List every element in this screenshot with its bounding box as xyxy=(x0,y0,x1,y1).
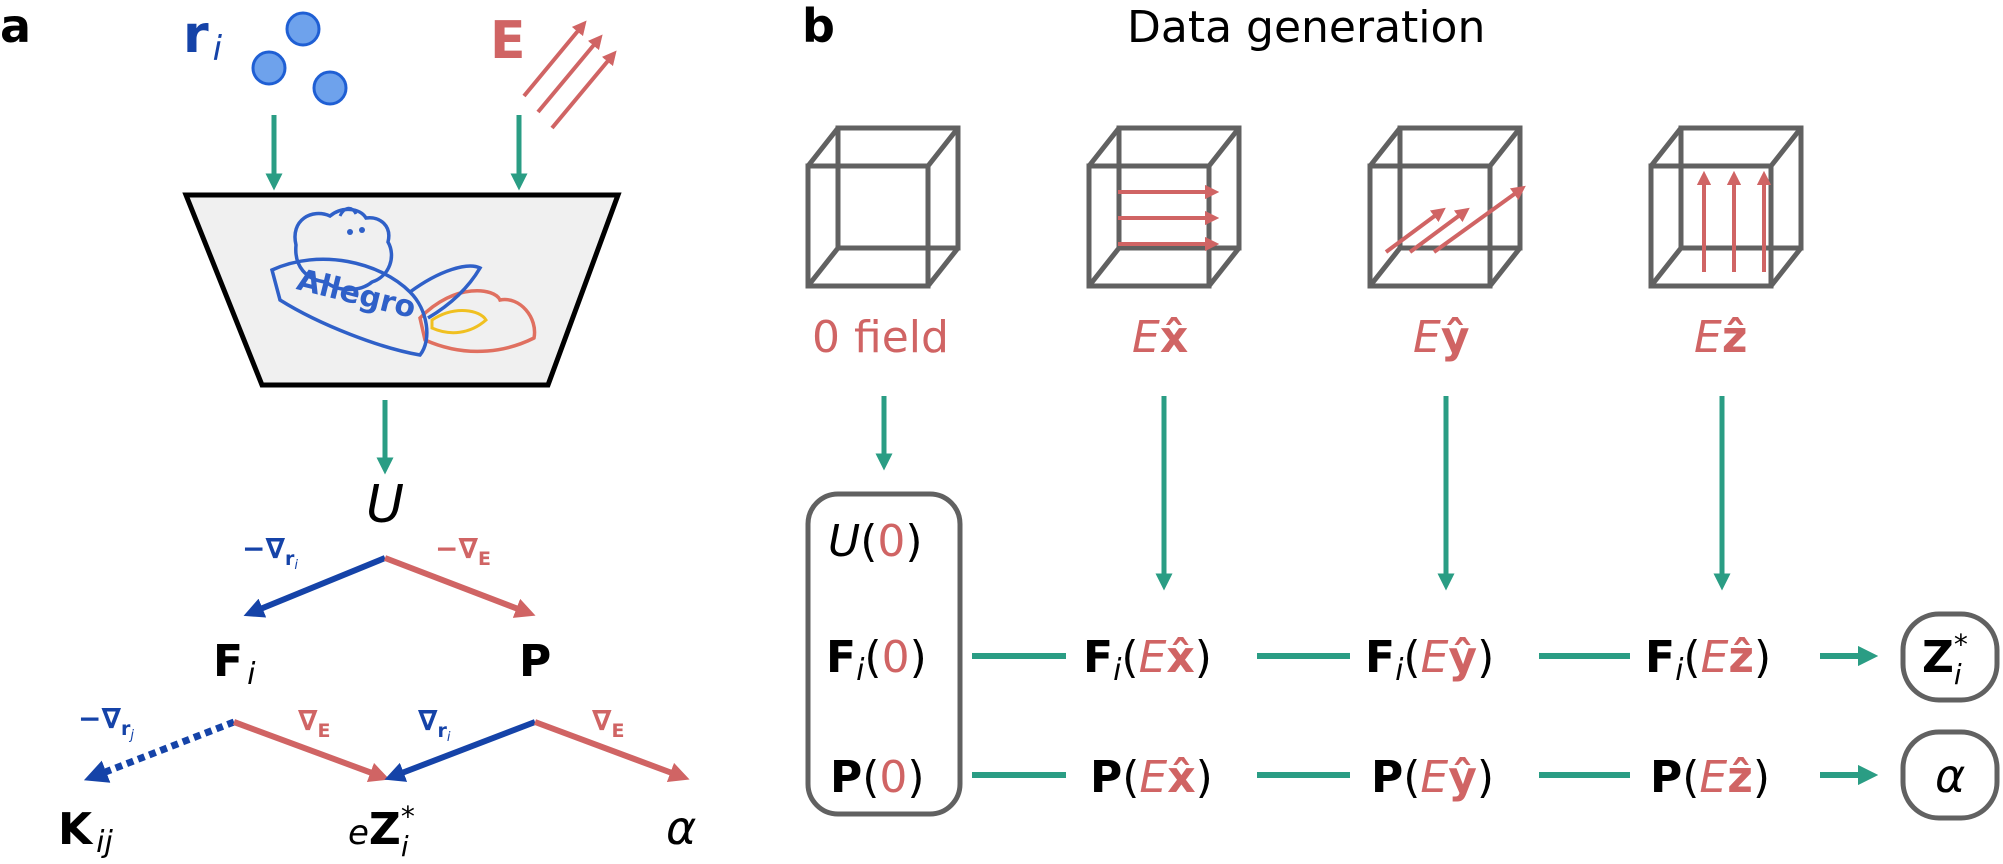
field-label-y: Eŷ xyxy=(1413,312,1470,363)
polarization-field-z: P(Eẑ) xyxy=(1650,752,1770,803)
grad-e-right-label: ∇E xyxy=(592,704,625,742)
cube-zero-field xyxy=(805,125,961,289)
cube-field-y xyxy=(1367,125,1526,289)
polarization-field-x: P(Ex̂) xyxy=(1090,752,1213,803)
arrow-force-to-born xyxy=(232,719,390,783)
arrow-u-to-force xyxy=(243,555,387,618)
polarization-p: P xyxy=(519,636,551,687)
field-label-zero: 0 field xyxy=(812,312,949,363)
arrow-force-to-hessian xyxy=(83,718,236,783)
field-label-x: Ex̂ xyxy=(1132,312,1188,363)
force-field-z: Fi(Eẑ) xyxy=(1645,632,1771,688)
field-y-arrows-icon xyxy=(1384,185,1526,254)
grad-e-left-label: ∇E xyxy=(298,704,331,742)
atoms-icon xyxy=(251,11,348,106)
output-alpha-box xyxy=(1900,729,2000,821)
grad-neg-ri-label: −∇ri xyxy=(242,532,298,573)
zero-field-box xyxy=(805,491,963,817)
energy-u: U xyxy=(366,475,404,535)
field-arrows-icon xyxy=(522,20,617,130)
grad-neg-e-label: −∇E xyxy=(435,532,491,570)
born-charge-ezi: eZ*i xyxy=(348,800,415,863)
panel-a-label: a xyxy=(0,0,31,53)
panel-b: b Data generation xyxy=(802,0,2000,821)
field-x-arrows-icon xyxy=(1118,184,1220,252)
panel-b-label: b xyxy=(802,0,835,53)
arrow-polarization-to-born xyxy=(384,719,537,782)
polarization-zero: P(0) xyxy=(830,752,925,803)
force-zero: Fi(0) xyxy=(826,632,927,688)
output-born-charge: Z*i xyxy=(1922,628,1968,691)
input-e-label: E xyxy=(490,11,526,71)
panel-b-title: Data generation xyxy=(1127,2,1485,53)
grad-neg-rj-label: −∇rj xyxy=(78,702,134,743)
force-field-y: Fi(Eŷ) xyxy=(1365,632,1494,688)
output-born-box xyxy=(1900,611,2000,703)
polarization-field-y: P(Eŷ) xyxy=(1371,752,1494,803)
arrow-u-to-polarization xyxy=(383,555,536,618)
cube-field-z xyxy=(1648,125,1804,289)
energy-u-zero: U(0) xyxy=(828,516,923,567)
arrow-polarization-to-alpha xyxy=(533,719,690,782)
force-field-x: Fi(Ex̂) xyxy=(1083,632,1212,688)
polarizability-alpha: α xyxy=(666,801,696,855)
cube-field-x xyxy=(1086,125,1242,289)
field-z-arrows-icon xyxy=(1696,170,1772,272)
field-label-z: Eẑ xyxy=(1694,312,1747,363)
grad-ri-label: ∇ri xyxy=(418,704,451,745)
output-alpha: α xyxy=(1935,749,1965,803)
